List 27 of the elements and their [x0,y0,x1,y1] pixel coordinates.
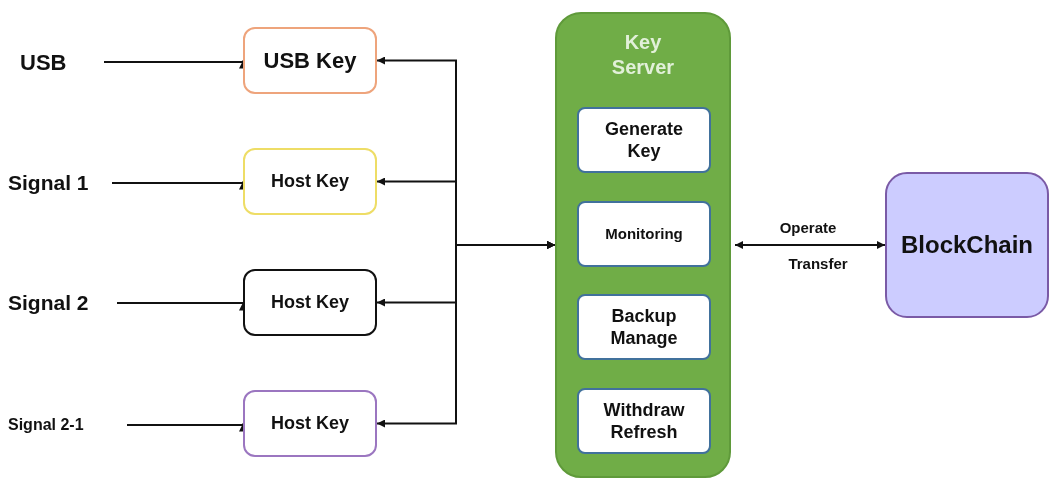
arrow [734,241,886,249]
blockchain-box [885,172,1049,318]
function-box [577,107,711,173]
key-box [243,390,377,457]
node-text: Host Key [271,170,349,193]
node-text: Monitoring [605,223,683,244]
arrow [376,241,556,428]
key-box [243,148,377,215]
node-text: USB Key [263,47,357,75]
key-box [243,27,377,94]
node-text: USB [20,48,67,77]
function-box [577,388,711,454]
node-text: Generate Key [603,117,684,163]
node-text: Signal 2-1 [8,415,84,435]
function-box [577,201,711,267]
node-text: Signal 2 [8,290,89,317]
annotation-text: Transfer [787,254,849,274]
node-text: Withdraw Refresh [602,398,686,444]
key-box [243,269,377,336]
panel-title: Key Server [610,30,676,80]
node-text: BlockChain [901,230,1033,260]
node-text: Signal 1 [8,170,89,197]
node-text: Host Key [271,291,349,314]
function-box [577,294,711,360]
node-text: Host Key [271,412,349,435]
node-text: Backup Manage [609,304,679,350]
server-panel [555,12,731,478]
